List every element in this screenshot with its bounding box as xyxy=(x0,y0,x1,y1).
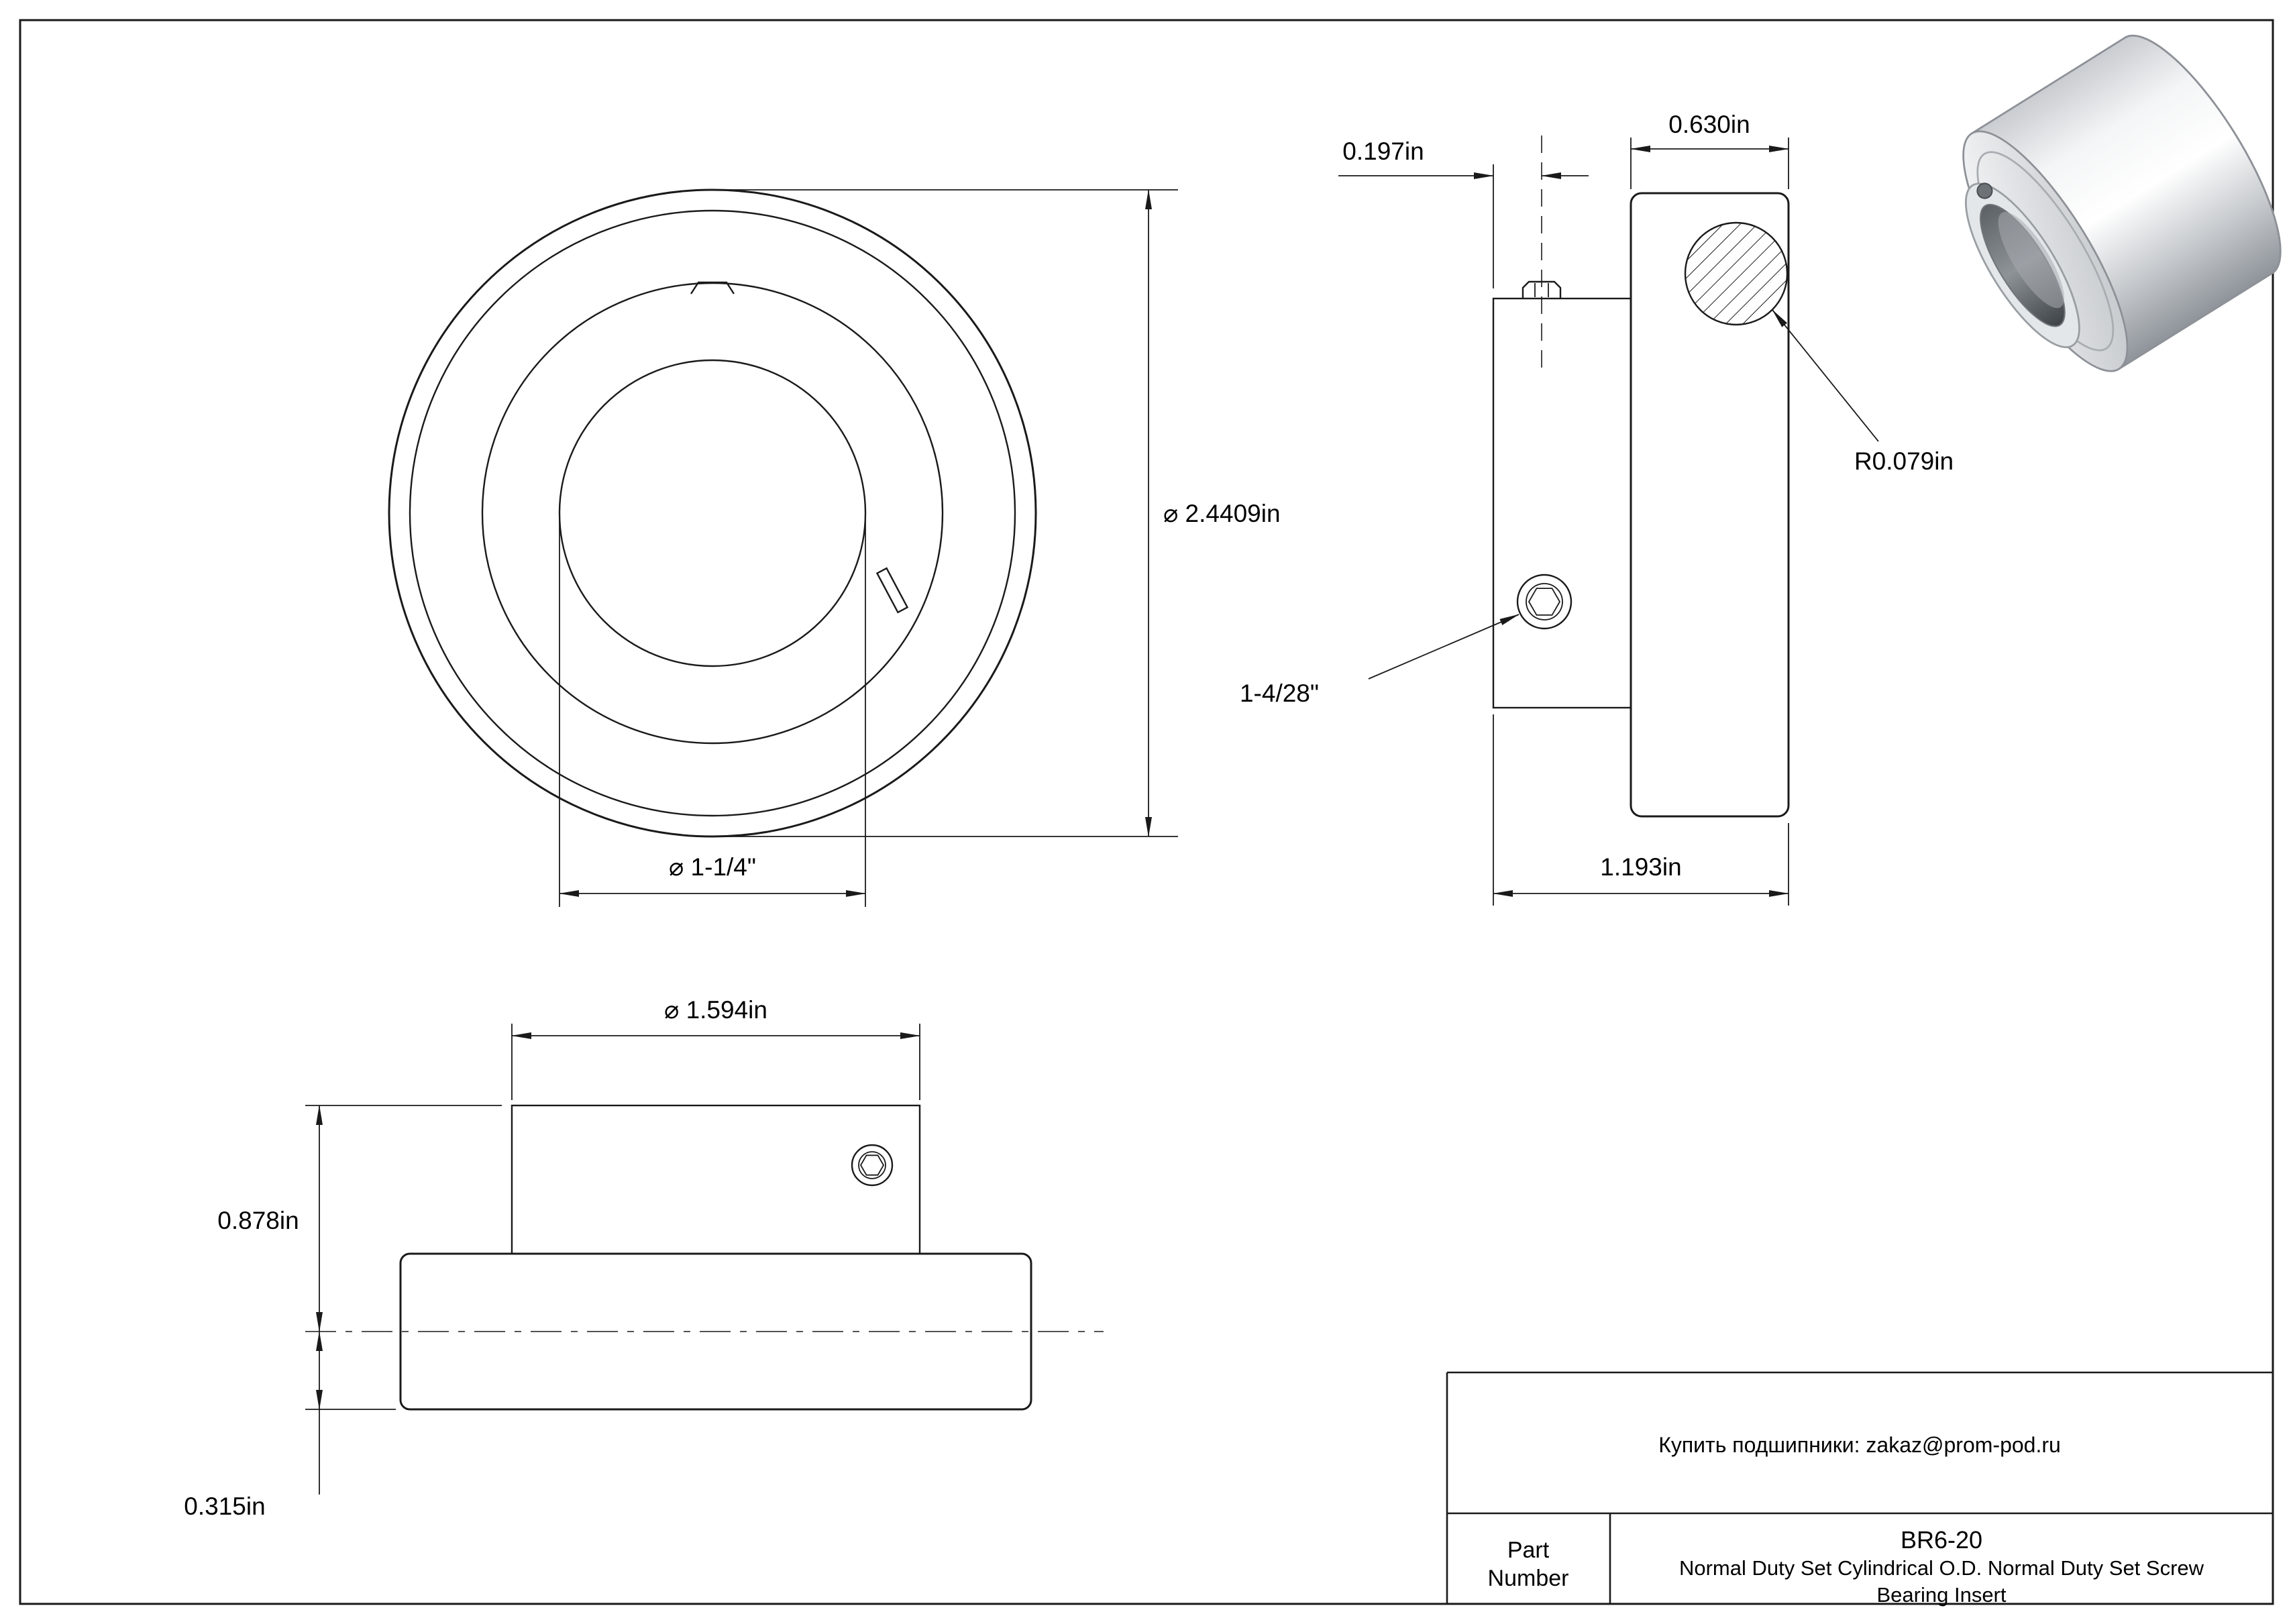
section-view: 0.197in 0.630in R0.079in 1-4/28" 1.193in xyxy=(1240,111,1954,906)
title-block: Купить подшипники: zakaz@prom-pod.ru Par… xyxy=(1446,1371,2273,1607)
render-cylinder-body xyxy=(1970,34,2282,370)
bore-circle xyxy=(558,359,867,667)
part-description: Normal Duty Set Cylindrical O.D. Normal … xyxy=(1678,1556,2204,1607)
set-screw-outer-circle xyxy=(1516,574,1572,630)
sleeve-od-label: ⌀ 1.594in xyxy=(664,996,767,1024)
total-width-label: 1.193in xyxy=(1600,853,1681,881)
part-number-caption-line1: Part xyxy=(1507,1537,1550,1563)
thread-label: 1-4/28" xyxy=(1240,680,1319,707)
thread-leader-line xyxy=(1368,614,1519,680)
set-screw-side-mark xyxy=(875,567,909,614)
bore-dimension-label: ⌀ 1-1/4" xyxy=(669,853,756,881)
part-number-value: BR6-20 xyxy=(1901,1526,1982,1554)
radius-leader-line xyxy=(1772,309,1879,442)
groove-hatch-region xyxy=(1684,221,1789,326)
part-number-caption-line2: Number xyxy=(1488,1566,1569,1591)
set-screw-inner-circle xyxy=(1526,583,1563,620)
profile-set-screw-outer xyxy=(851,1144,894,1187)
outer-ring-section xyxy=(1630,192,1790,818)
radius-dimension-label: R0.079in xyxy=(1854,447,1954,475)
profile-set-screw-inner xyxy=(858,1151,886,1179)
base-label: 0.315in xyxy=(184,1493,265,1520)
front-view: ⌀ 1-1/4" ⌀ 2.4409in xyxy=(388,188,1281,907)
inner-ring-circle xyxy=(481,282,944,745)
side-profile-view: ⌀ 1.594in 0.878in 0.315in xyxy=(184,996,1104,1520)
width-dimension-label: 0.630in xyxy=(1668,111,1750,138)
part-description-container: Normal Duty Set Cylindrical O.D. Normal … xyxy=(1678,1556,2204,1607)
render-bore-wall xyxy=(1998,212,2064,309)
drawing-border xyxy=(19,19,2274,1605)
render-set-screw xyxy=(1976,182,1993,199)
od-dimension-label: ⌀ 2.4409in xyxy=(1163,500,1281,527)
body-profile xyxy=(399,1252,1032,1411)
offset-dimension-label: 0.197in xyxy=(1342,138,1424,165)
inner-ring-section xyxy=(1492,297,1632,709)
profile-set-screw-hex xyxy=(859,1154,885,1176)
vendor-contact-text: Купить подшипники: zakaz@prom-pod.ru xyxy=(1658,1433,2061,1457)
outer-diameter-circle xyxy=(388,188,1037,838)
set-screw-top-mark xyxy=(690,281,735,294)
bearing-3d-render xyxy=(1962,34,2282,372)
height-label: 0.878in xyxy=(217,1207,299,1234)
outer-chamfer-circle xyxy=(409,209,1016,817)
set-screw-hex-socket xyxy=(1528,588,1561,616)
set-screw-section xyxy=(1522,280,1562,299)
